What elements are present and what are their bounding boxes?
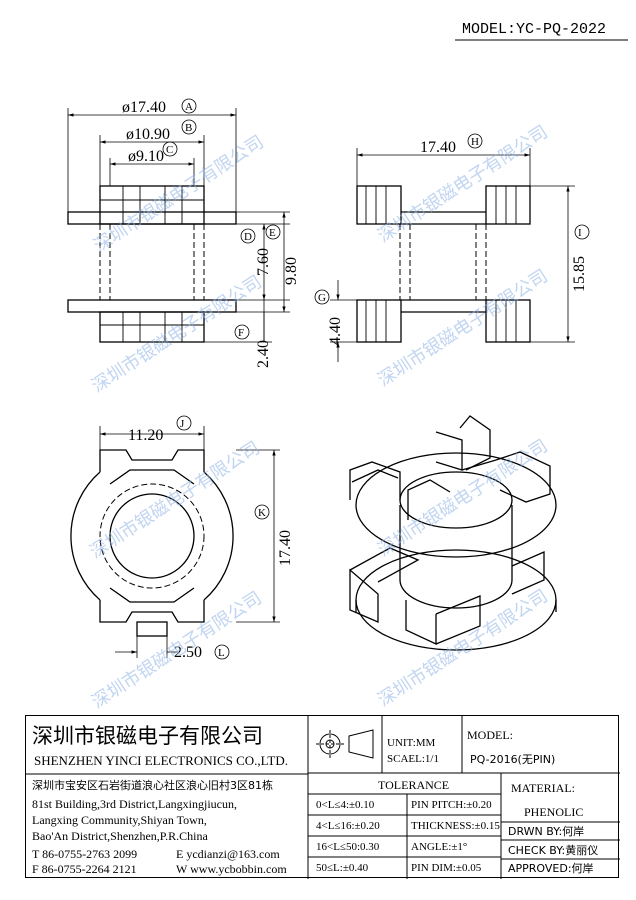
dim-j-mark: J: [180, 418, 185, 430]
dim-c-mark: C: [166, 144, 173, 156]
dim-k-value: 17.40: [277, 530, 294, 566]
dim-g-mark: G: [318, 292, 326, 304]
tolerance-angle: ANGLE:±1°: [411, 841, 468, 853]
dim-d-mark: D: [244, 231, 252, 243]
tolerance-pin-pitch: PIN PITCH:±0.20: [411, 799, 492, 811]
sheet-model-title: MODEL:YC-PQ-2022: [462, 21, 607, 38]
company-tel: T 86-0755-2763 2099: [32, 847, 138, 861]
company-name-en: SHENZHEN YINCI ELECTRONICS CO.,LTD.: [34, 753, 288, 768]
dim-a-mark: A: [185, 101, 193, 113]
dim-f-mark: F: [238, 327, 244, 339]
tolerance-range-2: 4<L≤16:±0.20: [316, 820, 380, 832]
dim-e-mark: E: [269, 227, 276, 239]
company-address-en-1: 81st Building,3rd District,Langxingjiucu…: [32, 797, 237, 811]
title-block: 深圳市银磁电子有限公司 SHENZHEN YINCI ELECTRONICS C…: [25, 715, 620, 879]
dim-b-value: ø10.90: [126, 126, 170, 143]
approved-by: APPROVED:何岸: [508, 862, 594, 875]
side-view: [330, 148, 575, 362]
company-website: W www.ycbobbin.com: [176, 862, 287, 876]
tolerance-pin-dim: PIN DIM:±0.05: [411, 862, 482, 874]
dim-l-mark: L: [218, 647, 225, 659]
dim-h-mark: H: [471, 136, 479, 148]
dim-d-value: 7.60: [255, 248, 272, 276]
company-email: E ycdianzi@163.com: [176, 847, 280, 861]
tolerance-title: TOLERANCE: [378, 778, 450, 792]
dim-b-mark: B: [185, 122, 192, 134]
tolerance-range-1: 0<L≤4:±0.10: [316, 799, 375, 811]
company-address-en-2: Langxing Community,Shiyan Town,: [32, 813, 207, 827]
dim-a-value: ø17.40: [122, 99, 166, 116]
dim-c-value: ø9.10: [128, 148, 164, 165]
unit-label: UNIT:MM: [387, 737, 436, 749]
company-name-cn: 深圳市银磁电子有限公司: [32, 724, 263, 748]
tolerance-range-4: 50≤L:±0.40: [316, 862, 369, 874]
dim-k-mark: K: [258, 507, 266, 519]
company-address-en-3: Bao'An District,Shenzhen,P.R.China: [32, 829, 208, 843]
company-fax: F 86-0755-2264 2121: [32, 862, 137, 876]
dim-i-value: 15.85: [571, 256, 588, 292]
model-label: MODEL:: [467, 728, 513, 742]
title-block-grid: [26, 716, 620, 879]
material-value: PHENOLIC: [524, 805, 584, 819]
model-value: PQ-2016(无PIN): [470, 753, 556, 766]
company-address-cn: 深圳市宝安区石岩街道浪心社区浪心旧村3区81栋: [32, 779, 273, 792]
tolerance-range-3: 16<L≤50:0.30: [316, 841, 380, 853]
material-label: MATERIAL:: [511, 781, 575, 795]
top-view: [70, 426, 280, 658]
front-view: [67, 108, 290, 343]
dim-l-value: 2.50: [174, 644, 202, 661]
dim-i-mark: I: [578, 227, 582, 239]
dim-e-value: 9.80: [283, 257, 300, 285]
scale-label: SCAEL:1/1: [387, 753, 439, 765]
isometric-view: [349, 415, 557, 651]
dim-g-value: 4.40: [327, 317, 344, 345]
drawn-by: DRWN BY:何岸: [508, 825, 585, 838]
tolerance-thickness: THICKNESS:±0.15: [411, 820, 500, 832]
checked-by: CHECK BY:黄丽仪: [508, 844, 599, 857]
dim-j-value: 11.20: [128, 427, 163, 444]
dim-h-value: 17.40: [420, 139, 456, 156]
dim-f-value: 2.40: [255, 340, 272, 368]
